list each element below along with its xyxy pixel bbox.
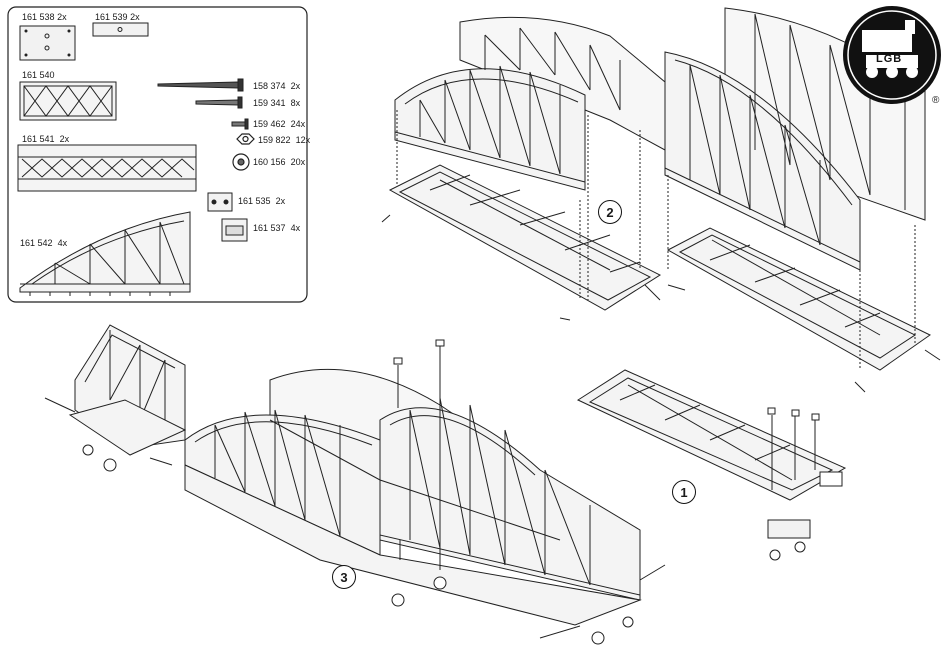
part-label-159822: 159 822 12x [258,135,310,145]
part-label-161541: 161 541 2x [22,134,69,144]
part-label-159341: 159 341 8x [253,98,300,108]
part-label-158374: 158 374 2x [253,81,300,91]
part-label-161535: 161 535 2x [238,196,285,206]
part-plate-161538 [20,26,75,60]
part-label-161538: 161 538 2x [22,12,67,22]
part-label-161537: 161 537 4x [253,223,300,233]
part-clip-161535 [208,193,232,211]
part-label-160156: 160 156 20x [253,157,305,167]
part-truss-161540 [20,82,116,120]
part-bar-161539 [93,23,148,36]
step-marker-2: 2 [598,200,622,224]
part-label-161539: 161 539 2x [95,12,140,22]
step2-left-bridge [382,17,665,320]
part-clip-161537 [222,219,247,241]
part-washer-160156 [233,154,249,170]
part-label-159462: 159 462 24x [253,119,305,129]
part-beam-161541 [18,145,196,191]
step-marker-3: 3 [332,565,356,589]
part-label-161542: 161 542 4x [20,238,67,248]
registered-mark: ® [932,95,939,106]
step3-assembled-bridge [185,340,665,644]
step3-end-piece [45,325,185,471]
part-label-161540: 161 540 [22,70,55,80]
lgb-logo-text: LGB [876,54,902,64]
step-marker-1: 1 [672,480,696,504]
